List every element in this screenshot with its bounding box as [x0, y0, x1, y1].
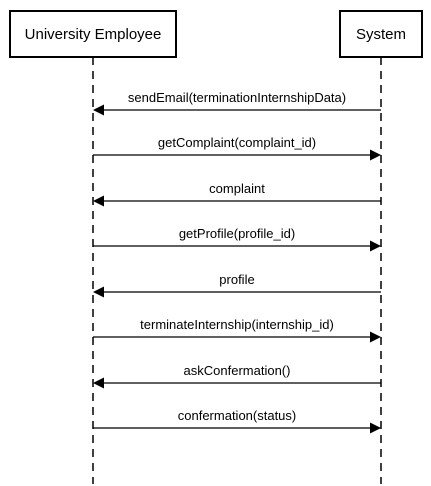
message-label: complaint — [209, 181, 265, 196]
message-get-complaint: getComplaint(complaint_id) — [93, 135, 381, 161]
actor-university-employee: University Employee — [9, 10, 177, 58]
arrowhead-right — [370, 331, 381, 343]
arrowhead-left — [93, 195, 104, 207]
actor-box-system — [339, 10, 423, 58]
message-get-profile: getProfile(profile_id) — [93, 226, 381, 252]
arrowhead-left — [93, 377, 104, 389]
message-label: askConfermation() — [184, 363, 291, 378]
message-label: terminateInternship(internship_id) — [140, 317, 334, 332]
arrowhead-left — [93, 286, 104, 298]
message-label: profile — [219, 272, 254, 287]
message-label: getComplaint(complaint_id) — [158, 135, 316, 150]
actor-system: System — [339, 10, 423, 58]
message-profile: profile — [93, 272, 381, 298]
message-label: confermation(status) — [178, 408, 297, 423]
actor-box-university-employee — [9, 10, 177, 58]
arrowhead-right — [370, 422, 381, 434]
message-complaint: complaint — [93, 181, 381, 207]
message-confermation-status: confermation(status) — [93, 408, 381, 434]
arrowhead-left — [93, 104, 104, 116]
arrowhead-right — [370, 240, 381, 252]
message-send-email: sendEmail(terminationInternshipData) — [93, 90, 381, 116]
message-label: getProfile(profile_id) — [179, 226, 295, 241]
message-label: sendEmail(terminationInternshipData) — [128, 90, 346, 105]
actor-label-university-employee: University Employee — [25, 26, 162, 43]
message-ask-confermation: askConfermation() — [93, 363, 381, 389]
message-terminate-internship: terminateInternship(internship_id) — [93, 317, 381, 343]
arrowhead-right — [370, 149, 381, 161]
actor-label-system: System — [356, 26, 406, 43]
